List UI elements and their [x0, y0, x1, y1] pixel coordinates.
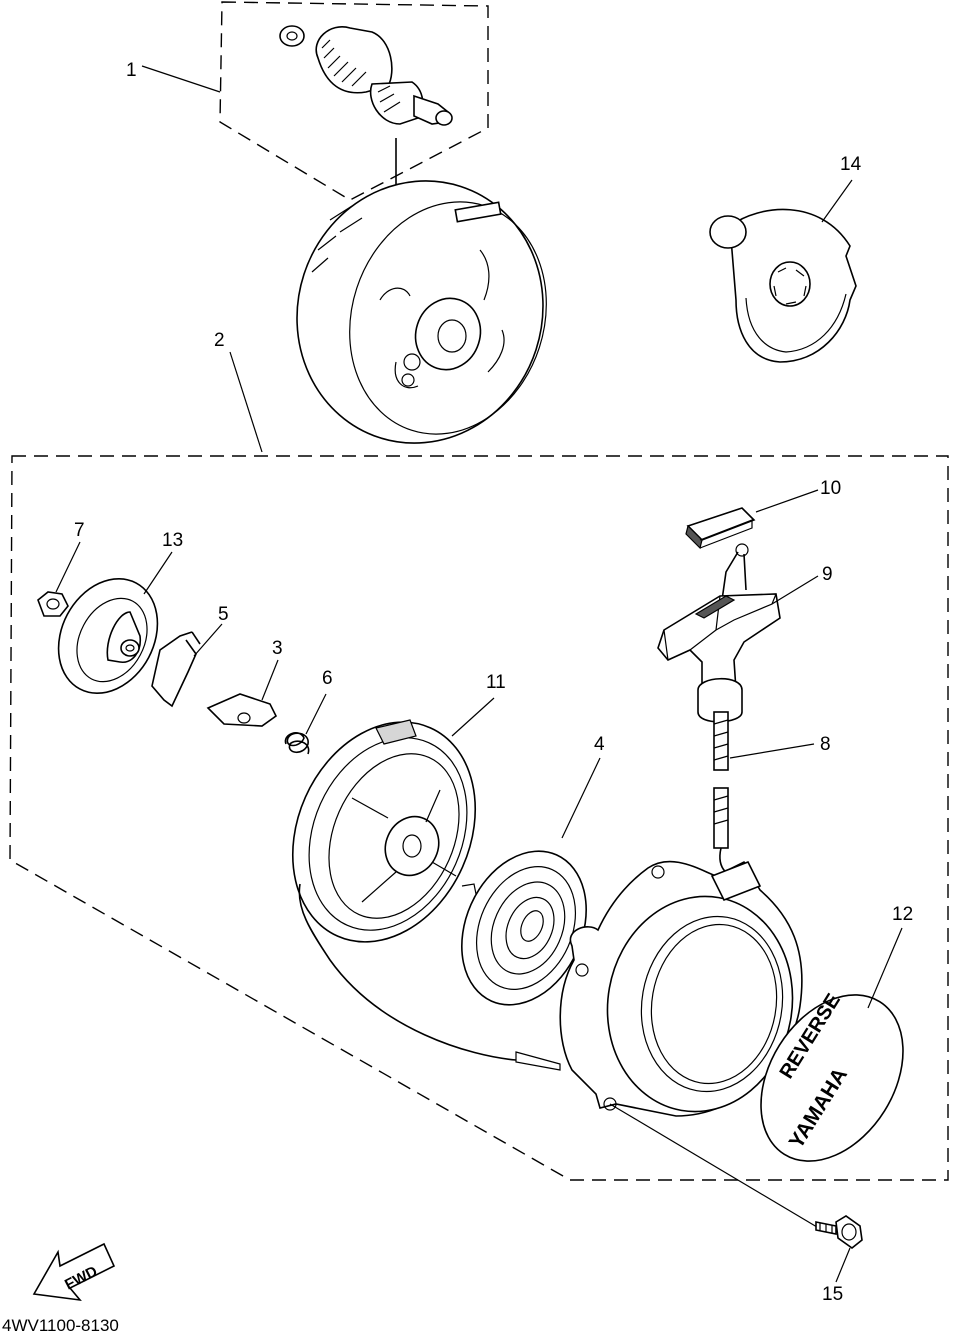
part-5-spring-clip — [151, 631, 201, 708]
part-5-leader-line — [193, 623, 223, 657]
part-14-ratchet-cover — [709, 208, 857, 363]
part-4-spiral-spring — [461, 850, 587, 1006]
part-8-starter-rope — [298, 711, 745, 1071]
callout-13: 13 — [162, 530, 183, 551]
part-9-leader-line — [771, 575, 819, 605]
callout-labels: 1 2 3 4 5 6 7 8 9 10 11 12 13 14 15 — [74, 60, 913, 1305]
callout-15: 15 — [822, 1284, 843, 1305]
part-2-leader-line — [229, 351, 263, 453]
part-6-leader-line — [305, 693, 327, 735]
callout-9: 9 — [822, 564, 833, 585]
callout-14: 14 — [840, 154, 862, 175]
callout-5: 5 — [218, 604, 229, 625]
part-11-sheave-drum — [291, 719, 477, 943]
part-15-leader-line — [835, 1247, 851, 1283]
part-6-coil-spring — [284, 732, 310, 755]
part-11-leader-line — [451, 697, 495, 737]
part-3-leader-line — [261, 659, 279, 701]
part-14-leader-line — [821, 179, 853, 223]
part-13-leader-line — [143, 551, 173, 595]
case-to-bolt-line — [609, 1103, 823, 1231]
part-3-ratchet-pawl — [206, 693, 278, 727]
recoil-starter-assembly-boundary — [9, 455, 949, 1181]
part-4-leader-line — [561, 757, 601, 839]
part-7-leader-line — [55, 541, 81, 593]
callout-2: 2 — [214, 330, 225, 351]
callout-8: 8 — [820, 734, 831, 755]
part-15-flange-bolt — [815, 1215, 863, 1250]
callout-11: 11 — [486, 672, 506, 693]
part-8-leader-line — [729, 743, 815, 759]
callout-12: 12 — [892, 904, 913, 925]
starter-case — [559, 860, 803, 1117]
part-1-starter-clutch — [279, 25, 453, 126]
fwd-direction-arrow: FWD — [32, 1242, 116, 1302]
part-1-leader-line — [141, 65, 221, 93]
part-10-handle-cap — [685, 507, 756, 550]
callout-3: 3 — [272, 638, 283, 659]
part-2-flywheel — [296, 180, 547, 444]
callout-4: 4 — [594, 734, 605, 755]
callout-1: 1 — [126, 60, 137, 81]
callout-10: 10 — [820, 478, 841, 499]
part-13-friction-plate — [57, 577, 159, 695]
diagram-code: 4WV1100-8130 — [2, 1316, 119, 1335]
part-12-emblem: REVERSE YAMAHA — [760, 990, 904, 1162]
callout-6: 6 — [322, 668, 333, 689]
starter-clutch-assembly-boundary — [219, 1, 489, 201]
part-12-leader-line — [867, 927, 903, 1009]
callout-7: 7 — [74, 520, 85, 541]
part-10-leader-line — [755, 489, 819, 513]
part-9-t-handle — [657, 543, 781, 723]
part-7-flange-nut — [37, 591, 69, 617]
